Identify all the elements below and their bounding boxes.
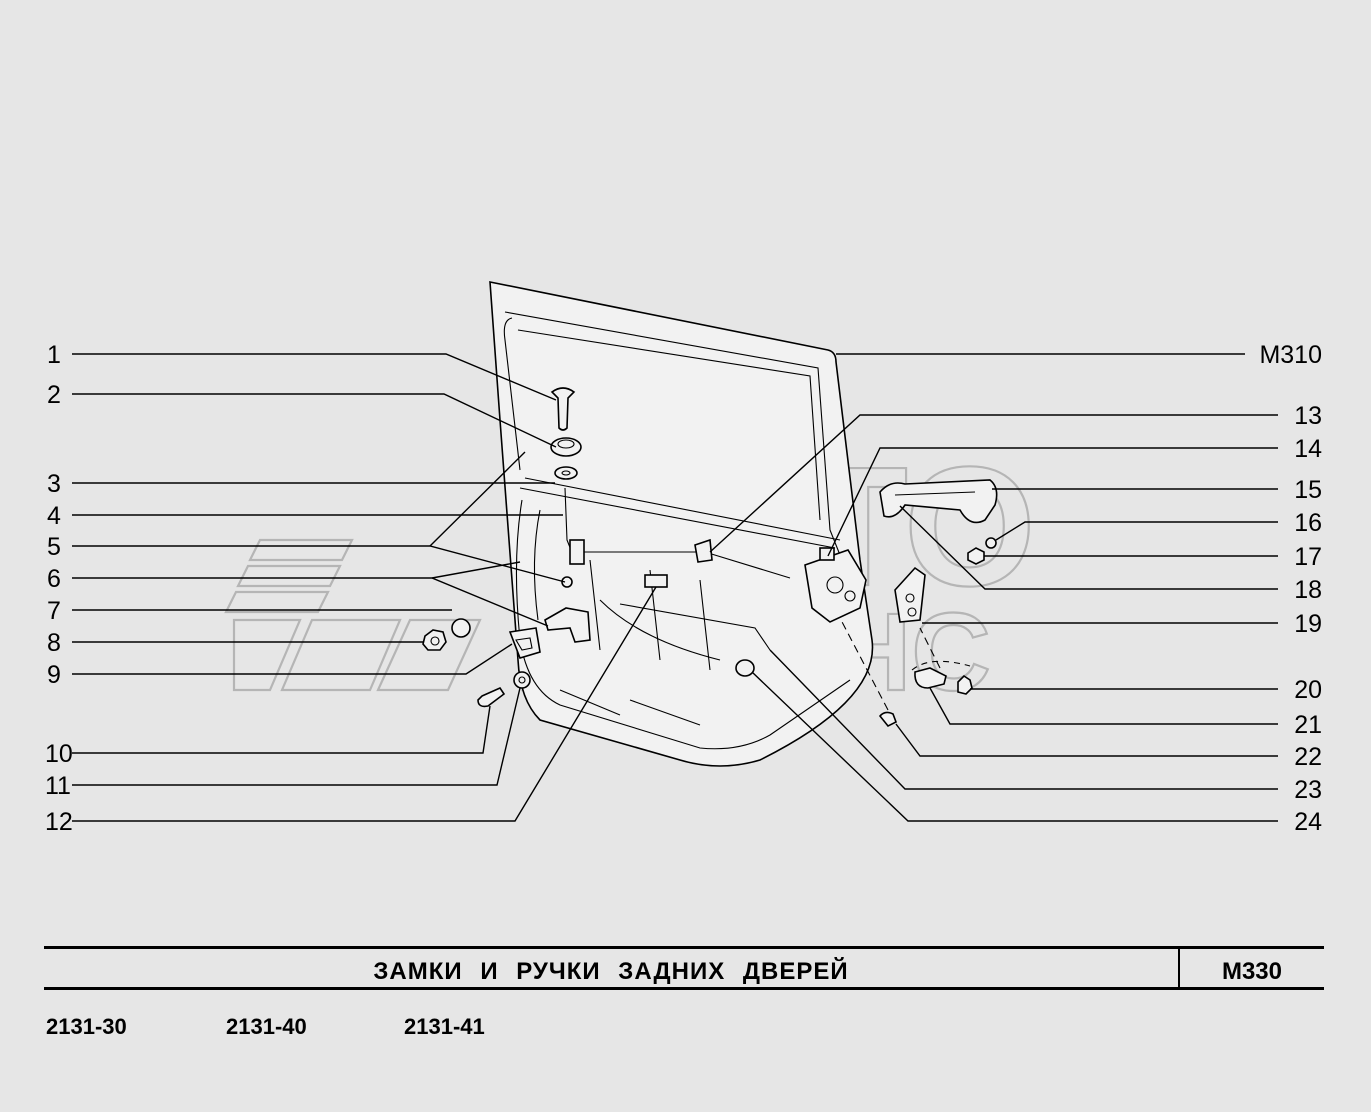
title-divider [1178, 949, 1180, 987]
label-2: 2 [47, 381, 61, 409]
part-22-screw [878, 711, 898, 728]
part-8-nut [422, 629, 447, 651]
part-13-clip [694, 538, 713, 563]
part-7-bushing [451, 618, 471, 638]
part-10-screw [477, 686, 506, 708]
label-11: 11 [45, 772, 71, 800]
label-3: 3 [47, 470, 61, 498]
label-7: 7 [47, 597, 61, 625]
part-15-outer-handle [879, 479, 998, 524]
door-panel [489, 281, 874, 767]
label-20: 20 [1294, 676, 1322, 704]
label-8: 8 [47, 629, 61, 657]
label-19: 19 [1294, 610, 1322, 638]
part-19-striker [894, 566, 926, 623]
diagram-title: ЗАМКИ И РУЧКИ ЗАДНИХ ДВЕРЕЙ [373, 958, 849, 985]
watermark-logo [224, 538, 482, 692]
diagram-code: М330 [1221, 958, 1283, 985]
part-6-inner-handle [544, 607, 591, 643]
part-23-rod [619, 603, 771, 651]
part-12-inner-handle-bracket [644, 574, 668, 588]
part-21-bolt [914, 667, 947, 689]
label-6: 6 [47, 565, 61, 593]
label-9: 9 [47, 661, 61, 689]
model-code-3: 2131-41 [404, 1014, 485, 1039]
label-m310: М310 [1259, 341, 1322, 369]
label-18: 18 [1294, 576, 1322, 604]
part-3-washer [554, 466, 578, 480]
part-24-grommet [735, 659, 755, 677]
label-10: 10 [45, 740, 73, 768]
model-code-1: 2131-30 [46, 1014, 127, 1039]
part-20-washer [957, 674, 973, 695]
label-23: 23 [1294, 776, 1322, 804]
assembly-dash-lines [839, 617, 971, 711]
part-5-lever [561, 539, 585, 588]
part-17-nut [967, 547, 985, 565]
label-24: 24 [1294, 808, 1322, 836]
part-9-handle-trim [508, 627, 541, 659]
part-2-bushing [550, 437, 582, 457]
label-12: 12 [45, 808, 73, 836]
leaders-right [709, 353, 1278, 822]
labels-left: 1 2 3 4 5 6 7 8 9 10 11 12 [45, 341, 73, 836]
label-15: 15 [1294, 476, 1322, 504]
part-11-plug [513, 671, 531, 689]
label-13: 13 [1294, 402, 1322, 430]
leaders-left [72, 353, 657, 822]
model-code-2: 2131-40 [226, 1014, 307, 1039]
label-17: 17 [1294, 543, 1322, 571]
label-5: 5 [47, 533, 61, 561]
title-block: ЗАМКИ И РУЧКИ ЗАДНИХ ДВЕРЕЙ М330 [44, 946, 1324, 990]
label-16: 16 [1294, 509, 1322, 537]
label-22: 22 [1294, 743, 1322, 771]
label-4: 4 [47, 502, 61, 530]
label-14: 14 [1294, 435, 1322, 463]
labels-right: М310 13 14 15 16 17 18 19 20 21 22 23 24 [1259, 341, 1322, 836]
label-1: 1 [47, 341, 61, 369]
label-21: 21 [1294, 711, 1322, 739]
part-16-washer [985, 537, 997, 549]
part-1-lock-button [550, 387, 576, 431]
